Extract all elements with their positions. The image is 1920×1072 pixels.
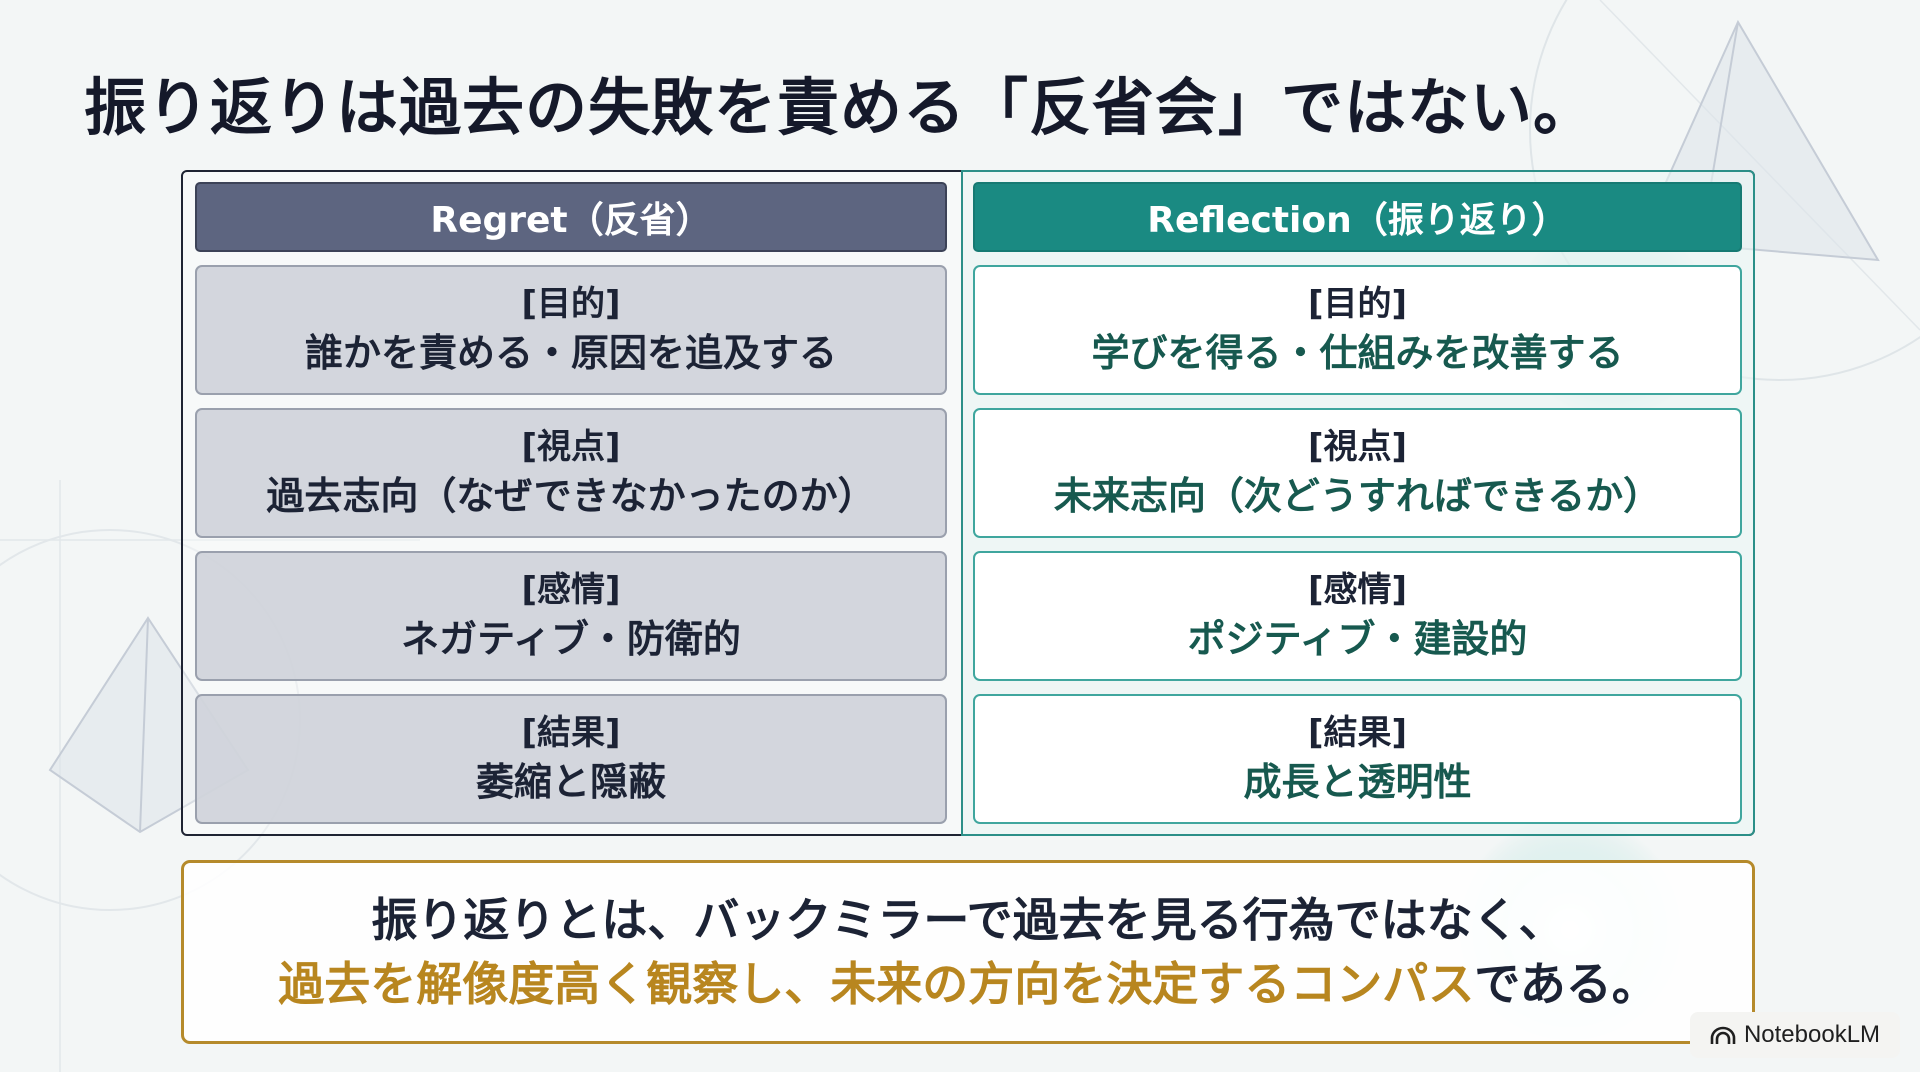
summary-box: 振り返りとは、バックミラーで過去を見る行為ではなく、 過去を解像度高く観察し、未…	[181, 860, 1755, 1044]
cell-label: [視点]	[521, 427, 621, 467]
cell-label: [目的]	[1307, 284, 1408, 324]
regret-cell-emotion: [感情] ネガティブ・防衛的	[195, 551, 947, 681]
cell-text: 未来志向（次どうすればできるか）	[1053, 474, 1662, 518]
cell-text: 過去志向（なぜできなかったのか）	[266, 474, 876, 518]
regret-column-header: Regret（反省）	[195, 182, 947, 252]
reflection-cell-emotion: [感情] ポジティブ・建設的	[973, 551, 1742, 681]
cell-text: 萎縮と隠蔽	[475, 760, 666, 804]
regret-cell-result: [結果] 萎縮と隠蔽	[195, 694, 947, 824]
summary-line-2-end: である。	[1474, 957, 1658, 1011]
summary-highlight: 過去を解像度高く観察し、未来の方向を決定するコンパス	[278, 957, 1475, 1011]
regret-cell-purpose: [目的] 誰かを責める・原因を追及する	[195, 265, 947, 395]
cell-label: [結果]	[1307, 713, 1408, 753]
slide-title: 振り返りは過去の失敗を責める「反省会」ではない。	[84, 71, 1597, 144]
cell-label: [視点]	[1307, 427, 1408, 467]
cell-label: [結果]	[521, 713, 621, 753]
notebooklm-badge: NotebookLM	[1690, 1012, 1900, 1058]
cell-label: [感情]	[1307, 570, 1408, 610]
summary-line-1: 振り返りとは、バックミラーで過去を見る行為ではなく、	[371, 893, 1565, 947]
summary-line-2: 過去を解像度高く観察し、未来の方向を決定するコンパスである。	[278, 952, 1658, 1016]
cell-text: ポジティブ・建設的	[1187, 617, 1528, 661]
cell-text: 学びを得る・仕組みを改善する	[1091, 331, 1624, 375]
cell-text: ネガティブ・防衛的	[401, 617, 741, 661]
notebooklm-logo-icon	[1710, 1025, 1736, 1045]
reflection-cell-result: [結果] 成長と透明性	[973, 694, 1742, 824]
cell-label: [感情]	[521, 570, 621, 610]
cell-label: [目的]	[521, 284, 621, 324]
cell-text: 誰かを責める・原因を追及する	[304, 331, 837, 375]
regret-cell-perspective: [視点] 過去志向（なぜできなかったのか）	[195, 408, 947, 538]
reflection-cell-purpose: [目的] 学びを得る・仕組みを改善する	[973, 265, 1742, 395]
notebooklm-label: NotebookLM	[1743, 1021, 1881, 1048]
reflection-cell-perspective: [視点] 未来志向（次どうすればできるか）	[973, 408, 1742, 538]
cell-text: 成長と透明性	[1243, 760, 1472, 804]
reflection-column-header: Reflection（振り返り）	[973, 182, 1742, 252]
